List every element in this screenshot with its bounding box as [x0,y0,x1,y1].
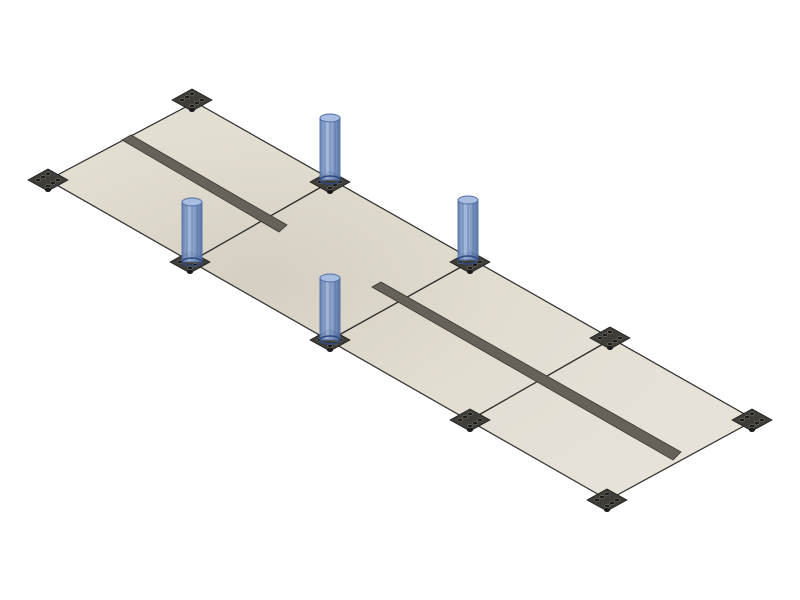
mounting-hole-icon [187,270,193,274]
mounting-hole-icon [45,188,51,192]
screw-hole-icon [189,104,195,108]
screw-hole-icon [40,175,46,179]
screw-hole-icon [462,415,468,419]
screw-hole-icon [759,418,765,422]
screw-hole-icon [467,266,473,270]
screw-hole-icon [55,178,61,182]
screw-hole-icon [604,504,610,508]
screw-hole-icon [749,412,755,416]
screw-hole-icon [599,495,605,499]
screw-hole-icon [467,424,473,428]
screw-hole-icon [472,421,478,425]
screw-hole-icon [594,498,600,502]
screw-hole-icon [602,333,608,337]
screw-hole-icon [477,418,483,422]
corner-bracket [589,326,631,350]
mounting-hole-icon [189,108,195,112]
screw-hole-icon [614,498,620,502]
mounting-hole-icon [327,190,333,194]
standoff-post [319,113,341,185]
corner-bracket [586,488,628,512]
corner-bracket [449,408,491,432]
screw-hole-icon [457,418,463,422]
screw-hole-icon [327,344,333,348]
screw-hole-icon [617,336,623,340]
mounting-hole-icon [467,270,473,274]
screw-hole-icon [179,98,185,102]
screw-hole-icon [194,101,200,105]
corner-bracket [731,408,773,432]
mounting-hole-icon [604,508,610,512]
screw-hole-icon [187,266,193,270]
screw-hole-icon [612,339,618,343]
screw-hole-icon [35,178,41,182]
guide-strip [121,134,288,233]
screw-hole-icon [604,492,610,496]
screw-hole-icon [754,421,760,425]
standoff-post [319,273,341,345]
panel-seam [189,181,331,263]
screw-hole-icon [50,181,56,185]
screw-hole-icon [607,342,613,346]
mounting-hole-icon [467,428,473,432]
screw-hole-icon [199,98,205,102]
screw-hole-icon [744,415,750,419]
screw-hole-icon [467,412,473,416]
standoff-posts [181,113,479,345]
screw-hole-icon [189,92,195,96]
standoff-post [181,197,203,267]
mounting-hole-icon [749,428,755,432]
screw-hole-icon [184,95,190,99]
screw-hole-icon [45,184,51,188]
mounting-hole-icon [327,348,333,352]
screw-hole-icon [607,330,613,334]
guide-strip [371,281,682,461]
screw-hole-icon [609,501,615,505]
mounting-hole-icon [607,346,613,350]
corner-bracket [27,168,69,192]
screw-hole-icon [739,418,745,422]
base-plate [46,101,757,501]
screw-hole-icon [597,336,603,340]
screw-hole-icon [327,186,333,190]
screw-hole-icon [749,424,755,428]
standoff-post [457,195,479,265]
corner-bracket [171,88,213,112]
screw-hole-icon [45,172,51,176]
